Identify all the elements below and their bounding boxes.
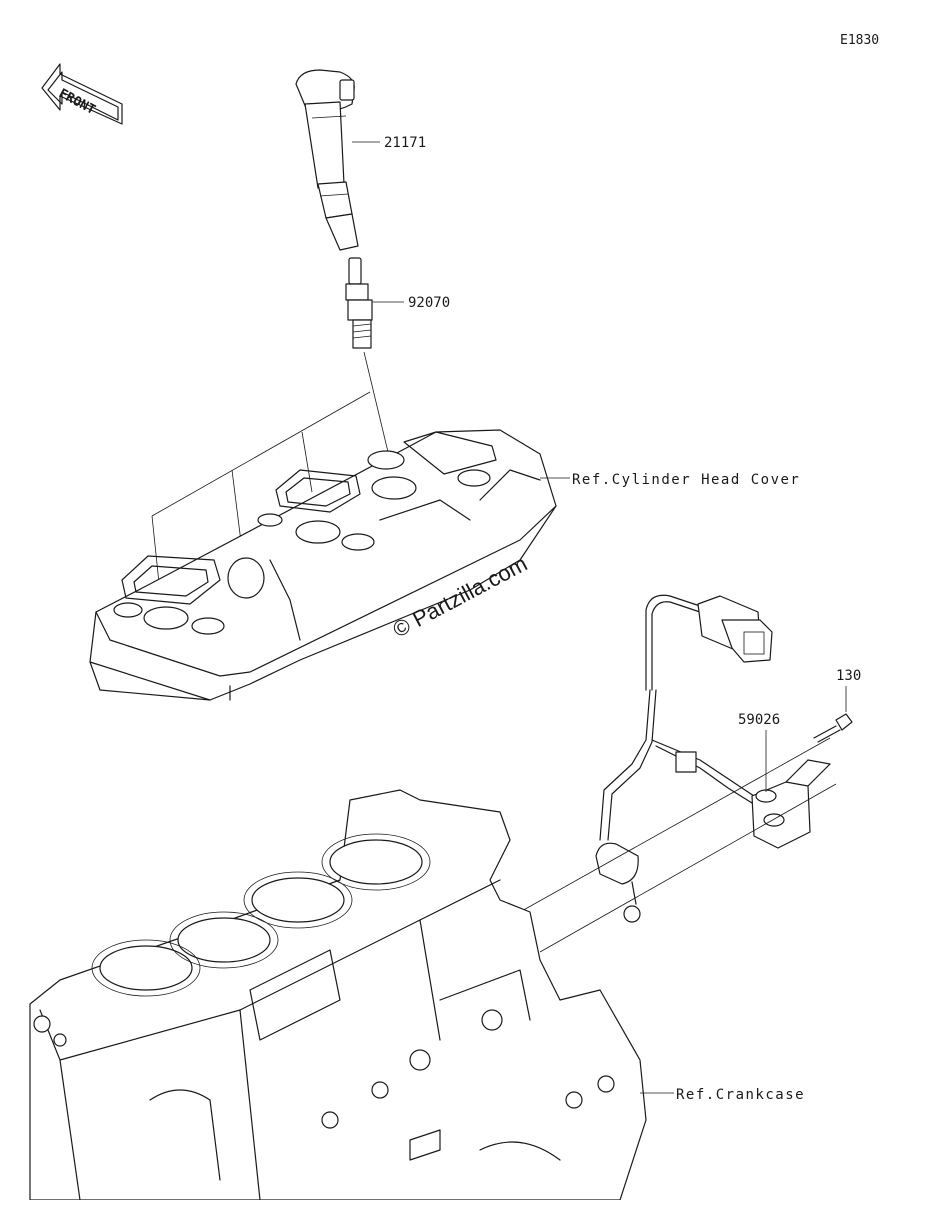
crankcase: [29, 789, 647, 1201]
part-number-21171: 21171: [384, 135, 426, 151]
part-number-59026: 59026: [738, 712, 780, 728]
crank-sensor: [751, 759, 831, 849]
part-number-130: 130: [836, 668, 861, 684]
part-number-92070: 92070: [408, 295, 450, 311]
front-arrow-icon: [41, 63, 123, 125]
assembly-guide-lines: [151, 351, 389, 613]
diagram-code: E1830: [840, 33, 879, 48]
cylinder-head-cover: [89, 429, 557, 701]
crank-sensor-harness: [595, 594, 773, 923]
ignition-coil: [295, 69, 359, 251]
ref-cylinder-head-cover: Ref.Cylinder Head Cover: [572, 472, 800, 488]
sensor-guide-lines: [519, 737, 837, 953]
bolt: [813, 713, 853, 743]
ref-crankcase: Ref.Crankcase: [676, 1087, 805, 1103]
spark-plug: [345, 257, 373, 349]
